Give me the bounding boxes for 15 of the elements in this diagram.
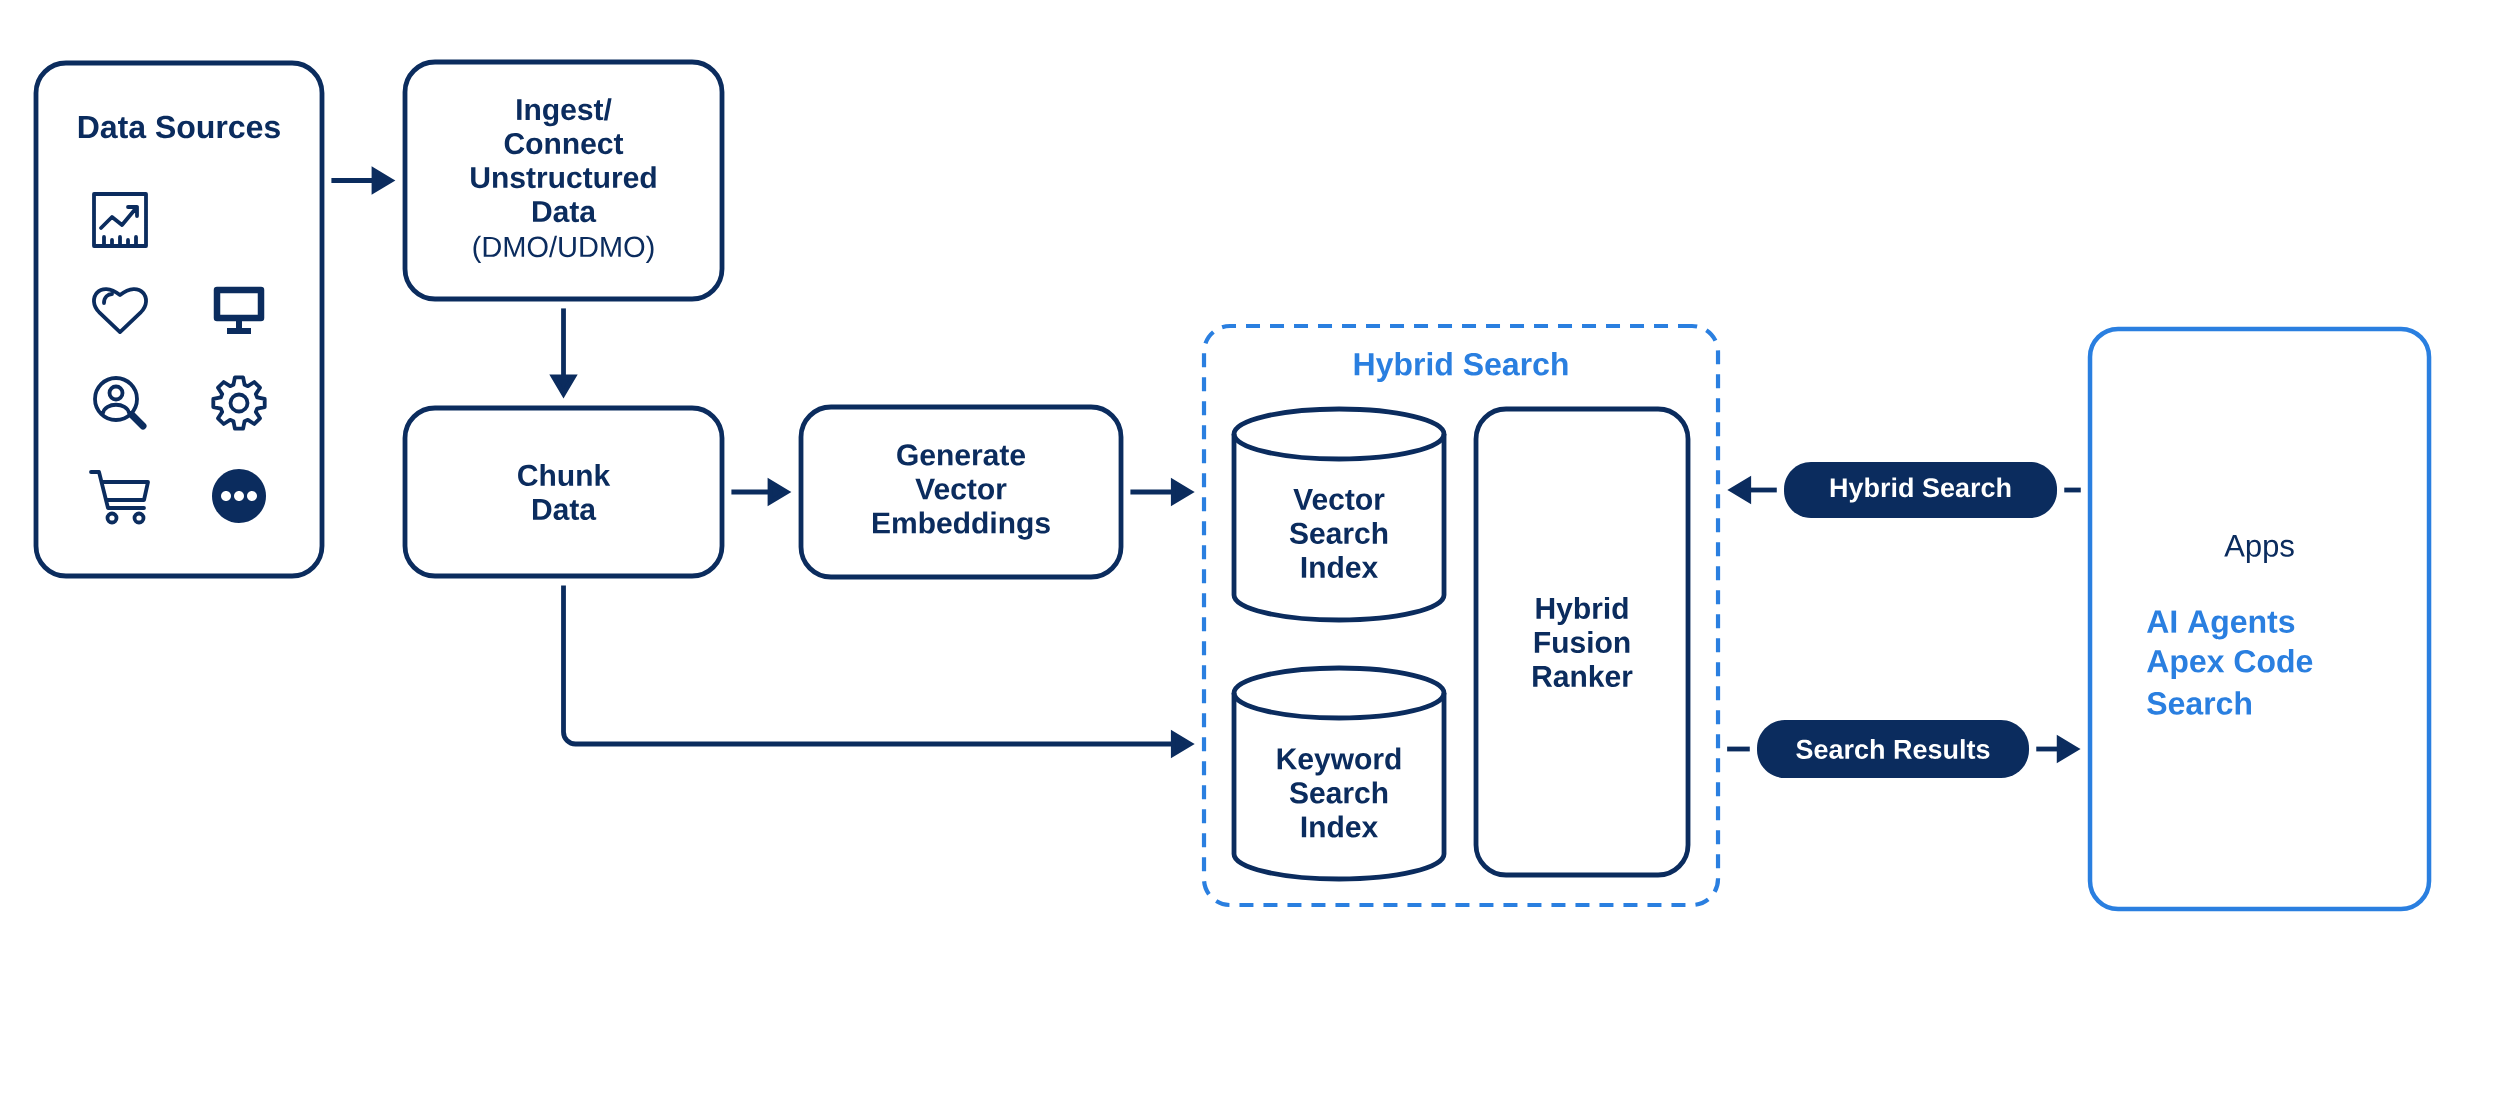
database-cylinder: Vector Search Index	[1231, 406, 1447, 623]
database-cylinder: Keyword Search Index	[1231, 665, 1447, 882]
panel-heading: Apps	[2224, 535, 2294, 563]
app-name: AI Agents	[2147, 610, 2295, 640]
connector-line	[1727, 746, 1750, 752]
app-name: Apex Code	[2147, 649, 2313, 679]
pill-label: Search Results	[1757, 720, 2030, 778]
source-panel: Data Sources	[33, 60, 325, 579]
process-box: Generate Vector Embeddings	[798, 404, 1124, 580]
pill-label: Hybrid Search	[1784, 462, 2057, 518]
app-name: Search	[2147, 691, 2251, 715]
connector-line	[2064, 487, 2081, 493]
process-box: Chunk Data	[402, 405, 725, 579]
process-box: Hybrid Fusion Ranker	[1473, 406, 1691, 878]
process-box: Ingest/ Connect Unstructured Data (DMO/UDMO)	[402, 59, 725, 302]
